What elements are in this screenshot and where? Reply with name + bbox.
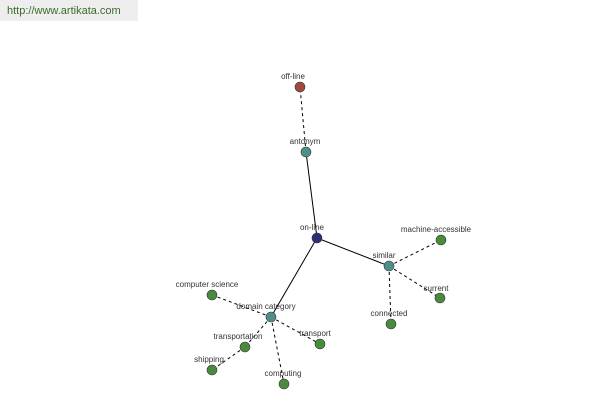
edge-domain-transportation [244,316,272,348]
label-domain-category[interactable]: domain category [236,302,295,311]
edge-domain-computing [270,316,285,385]
label-computer-science[interactable]: computer science [176,280,239,289]
label-transport[interactable]: transport [299,329,331,338]
graph-nodes [206,81,447,390]
label-shipping[interactable]: shipping [194,355,224,364]
edge-similar-current [388,265,441,299]
edge-domain-computer-science [211,294,272,318]
node-machine-accessible[interactable] [435,234,447,246]
node-online[interactable] [311,232,323,244]
source-url-link[interactable]: http://www.artikata.com [7,5,121,17]
node-computer-science[interactable] [206,289,218,301]
edge-similar-machine-accessible [388,239,442,267]
label-computing[interactable]: computing [265,369,302,378]
label-machine-accessible[interactable]: machine-accessible [401,225,472,234]
node-offline[interactable] [294,81,306,93]
edge-online-similar [316,237,390,267]
edge-online-domain-category [270,237,318,318]
edge-transportation-shipping [211,346,246,371]
label-connected[interactable]: connected [371,309,408,318]
label-current[interactable]: current [424,284,450,293]
edge-antonym-offline [299,86,307,153]
node-transportation[interactable] [239,341,251,353]
label-antonym[interactable]: antonym [290,137,321,146]
edge-similar-connected [388,265,392,325]
label-similar[interactable]: similar [372,251,395,260]
node-similar[interactable] [383,260,395,272]
node-current[interactable] [434,292,446,304]
graph-labels: on-line antonym off-line similar machine… [176,72,472,378]
node-antonym[interactable] [300,146,312,158]
node-connected[interactable] [385,318,397,330]
node-shipping[interactable] [206,364,218,376]
edge-online-antonym [305,151,318,239]
label-offline[interactable]: off-line [281,72,305,81]
label-transportation[interactable]: transportation [214,332,263,341]
label-online[interactable]: on-line [300,223,325,232]
url-bar: http://www.artikata.com [0,0,138,21]
node-domain-category[interactable] [265,311,277,323]
node-transport[interactable] [314,338,326,350]
graph-edges [211,86,442,385]
node-computing[interactable] [278,378,290,390]
